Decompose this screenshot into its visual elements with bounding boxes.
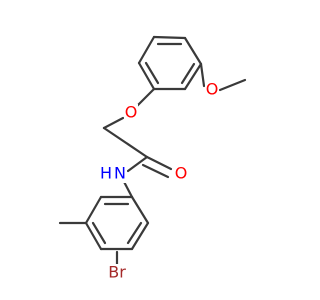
- amide-nitrogen-label: N: [114, 164, 126, 183]
- molecule-canvas: O O O N H Br: [58, 35, 247, 282]
- bond-lines: [58, 35, 247, 270]
- bond-r1-3: [183, 62, 203, 91]
- bond-r1-inner-3: [144, 61, 160, 85]
- amide-hydrogen-background: [100, 165, 112, 183]
- bond-methoxy-2: [218, 78, 247, 92]
- bond-r1-2: [183, 36, 203, 66]
- bond-ether-1: [135, 87, 156, 108]
- molecule-diagram: O O O N H Br: [58, 35, 247, 282]
- bond-r2-5: [130, 221, 150, 251]
- carbonyl-oxygen-background: [174, 165, 188, 183]
- bond-r1-6: [137, 35, 156, 65]
- ether-oxygen-background: [124, 104, 138, 122]
- bond-ether-2: [102, 116, 125, 130]
- bond-r1-5: [137, 61, 156, 91]
- bromine-label: Br: [108, 263, 126, 282]
- bond-r2-3: [84, 221, 103, 251]
- bond-r1-1: [152, 35, 187, 40]
- carbonyl-oxygen-label: O: [175, 164, 188, 183]
- bond-r2-2: [84, 195, 103, 225]
- bond-r2-inner-3: [126, 221, 143, 245]
- bond-methoxy-1: [199, 62, 206, 88]
- bond-ch2-carbonyl: [102, 126, 149, 159]
- bond-carbonyl-o-2: [141, 163, 170, 179]
- bond-r2-inner-2: [91, 221, 107, 245]
- amide-nitrogen-background: [113, 165, 127, 183]
- ether-oxygen-label: O: [125, 103, 138, 122]
- methoxy-oxygen-background: [205, 81, 219, 99]
- methoxy-oxygen-label: O: [206, 80, 219, 99]
- bromine-background: [106, 264, 128, 282]
- bond-carbonyl-o-1: [145, 155, 173, 171]
- bond-r2-6: [130, 195, 150, 225]
- amide-hydrogen-label: H: [100, 164, 112, 183]
- bond-r1-inner-2: [180, 62, 196, 85]
- atom-labels: O O O N H Br: [100, 80, 219, 282]
- bond-carbonyl-n: [126, 155, 149, 173]
